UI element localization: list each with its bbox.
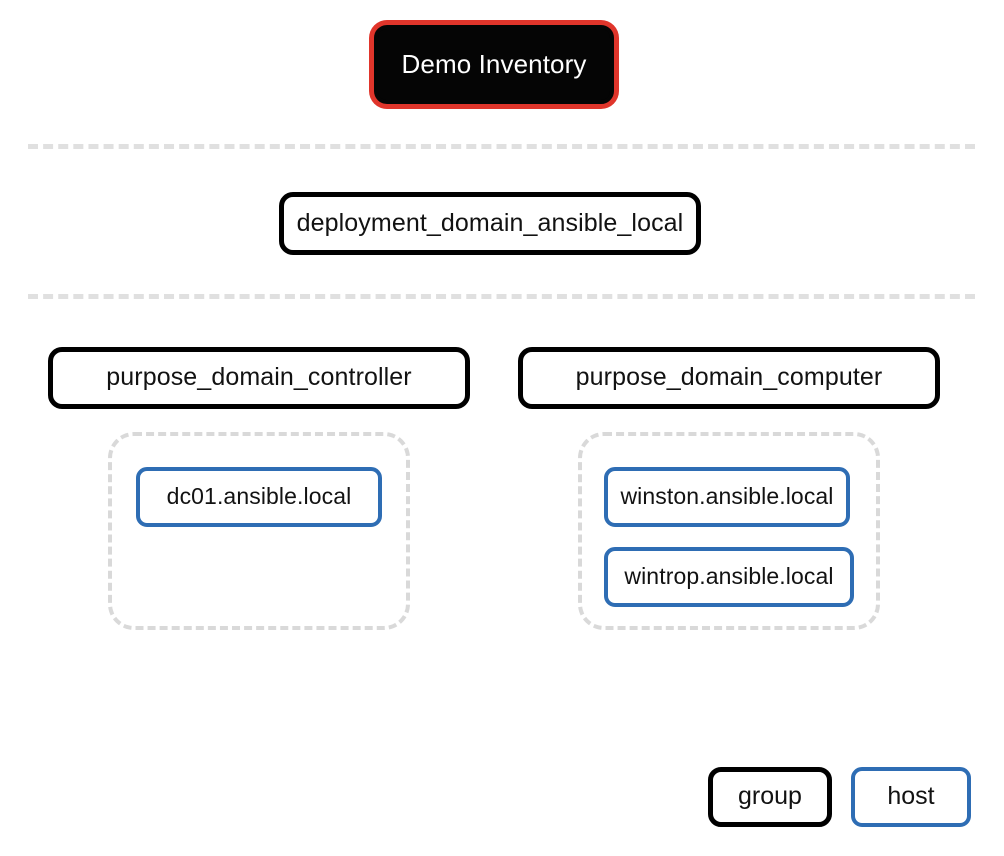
host-container-purpose-domain-controller xyxy=(108,432,410,630)
group-node-label: purpose_domain_computer xyxy=(575,363,883,392)
tier-divider-2 xyxy=(28,294,975,299)
inventory-root-node[interactable]: Demo Inventory xyxy=(374,25,614,104)
host-node-winston[interactable]: winston.ansible.local xyxy=(604,467,850,527)
group-node-label: deployment_domain_ansible_local xyxy=(296,208,684,237)
inventory-root-label: Demo Inventory xyxy=(401,49,587,80)
group-node-deployment-domain-ansible-local[interactable]: deployment_domain_ansible_local xyxy=(279,192,701,255)
legend-item-host: host xyxy=(851,767,971,827)
legend-item-label: host xyxy=(887,782,935,811)
legend-item-label: group xyxy=(738,782,802,811)
host-node-wintrop[interactable]: wintrop.ansible.local xyxy=(604,547,854,607)
group-node-purpose-domain-computer[interactable]: purpose_domain_computer xyxy=(518,347,940,409)
host-node-label: dc01.ansible.local xyxy=(166,483,352,510)
group-node-label: purpose_domain_controller xyxy=(106,363,412,392)
tier-divider-1 xyxy=(28,144,975,149)
host-container-purpose-domain-computer xyxy=(578,432,880,630)
host-node-label: wintrop.ansible.local xyxy=(624,563,834,590)
host-node-dc01[interactable]: dc01.ansible.local xyxy=(136,467,382,527)
legend-item-group: group xyxy=(708,767,832,827)
group-node-purpose-domain-controller[interactable]: purpose_domain_controller xyxy=(48,347,470,409)
host-node-label: winston.ansible.local xyxy=(620,483,834,510)
